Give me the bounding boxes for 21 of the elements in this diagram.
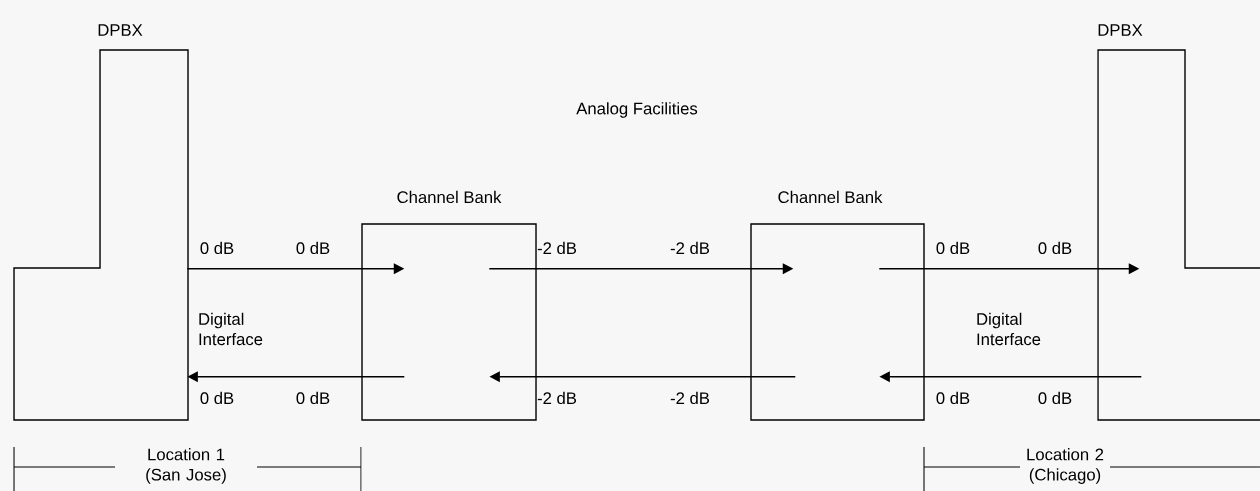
level-label: -2 dB [537, 391, 577, 405]
level-label: 0 dB [1038, 391, 1072, 405]
level-label: 0 dB [936, 391, 970, 405]
level-label: 0 dB [296, 391, 330, 405]
channel-bank-box: Channel Bank [361, 190, 537, 421]
node-label: Channel Bank [397, 190, 502, 204]
level-label: -2 dB [670, 391, 710, 405]
level-label: 0 dB [200, 391, 234, 405]
node-label: DPBX [98, 24, 143, 36]
node-label: Channel Bank [778, 190, 883, 204]
level-label: -2 dB [537, 241, 577, 255]
section-label: Digital Interface [977, 312, 1041, 346]
level-label: 0 dB [200, 241, 234, 255]
level-label: -2 dB [670, 241, 710, 255]
channel-bank-box: Channel Bank [750, 190, 925, 421]
level-label: 0 dB [296, 241, 330, 255]
section-label: Analog Facilities [576, 102, 698, 118]
level-label: 0 dB [1038, 241, 1072, 255]
location-label: Location 1 (San Jose) [146, 448, 226, 484]
level-label: 0 dB [936, 241, 970, 255]
location-label: Location 2 (Chicago) [1027, 448, 1104, 484]
